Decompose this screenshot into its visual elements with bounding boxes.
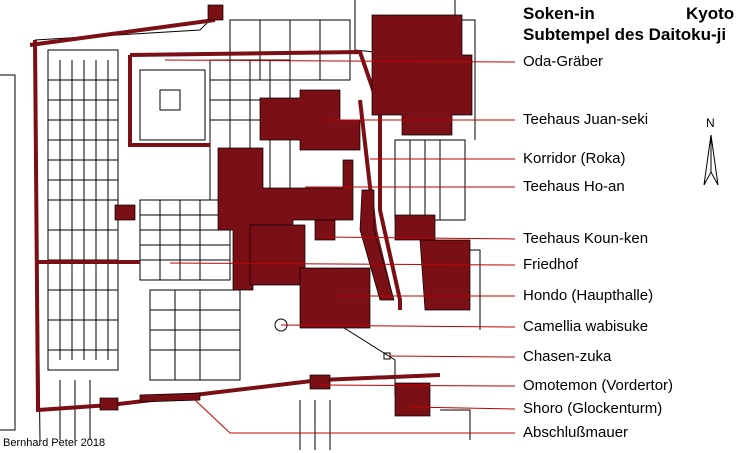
buildings xyxy=(99,4,473,417)
label-omotemon: Omotemon (Vordertor) xyxy=(523,377,674,394)
label-chasen-zuka: Chasen-zuka xyxy=(523,348,612,365)
north-label: N xyxy=(706,116,715,130)
label-juan-seki: Teehaus Juan-seki xyxy=(523,111,649,128)
building-shoro xyxy=(394,382,431,417)
label-friedhof: Friedhof xyxy=(523,256,579,273)
building-hondo xyxy=(299,267,371,329)
title-left: Soken-in xyxy=(523,4,595,23)
label-shoro: Shoro (Glockenturm) xyxy=(523,400,663,417)
title-subtitle: Subtempel des Daitoku-ji xyxy=(523,25,727,44)
label-camellia: Camellia wabisuke xyxy=(523,318,649,335)
label-hondo: Hondo (Haupthalle) xyxy=(523,287,654,304)
corridor-roka xyxy=(359,189,395,301)
label-ho-an: Teehaus Ho-an xyxy=(523,178,625,195)
building-koun-ken xyxy=(249,224,306,286)
label-koun-ken: Teehaus Koun-ken xyxy=(523,230,649,247)
building-north xyxy=(371,14,473,136)
label-korridor: Korridor (Roka) xyxy=(523,150,626,167)
leader-lines xyxy=(164,59,516,434)
building-omotemon xyxy=(309,374,331,390)
north-arrow-icon xyxy=(703,134,719,186)
title-right: Kyoto xyxy=(686,4,735,23)
label-oda-graeber: Oda-Gräber xyxy=(523,53,604,70)
label-abschlussmauer: Abschlußmauer xyxy=(523,424,629,441)
credit: Bernhard Peter 2018 xyxy=(3,437,106,449)
building-east xyxy=(419,239,471,311)
